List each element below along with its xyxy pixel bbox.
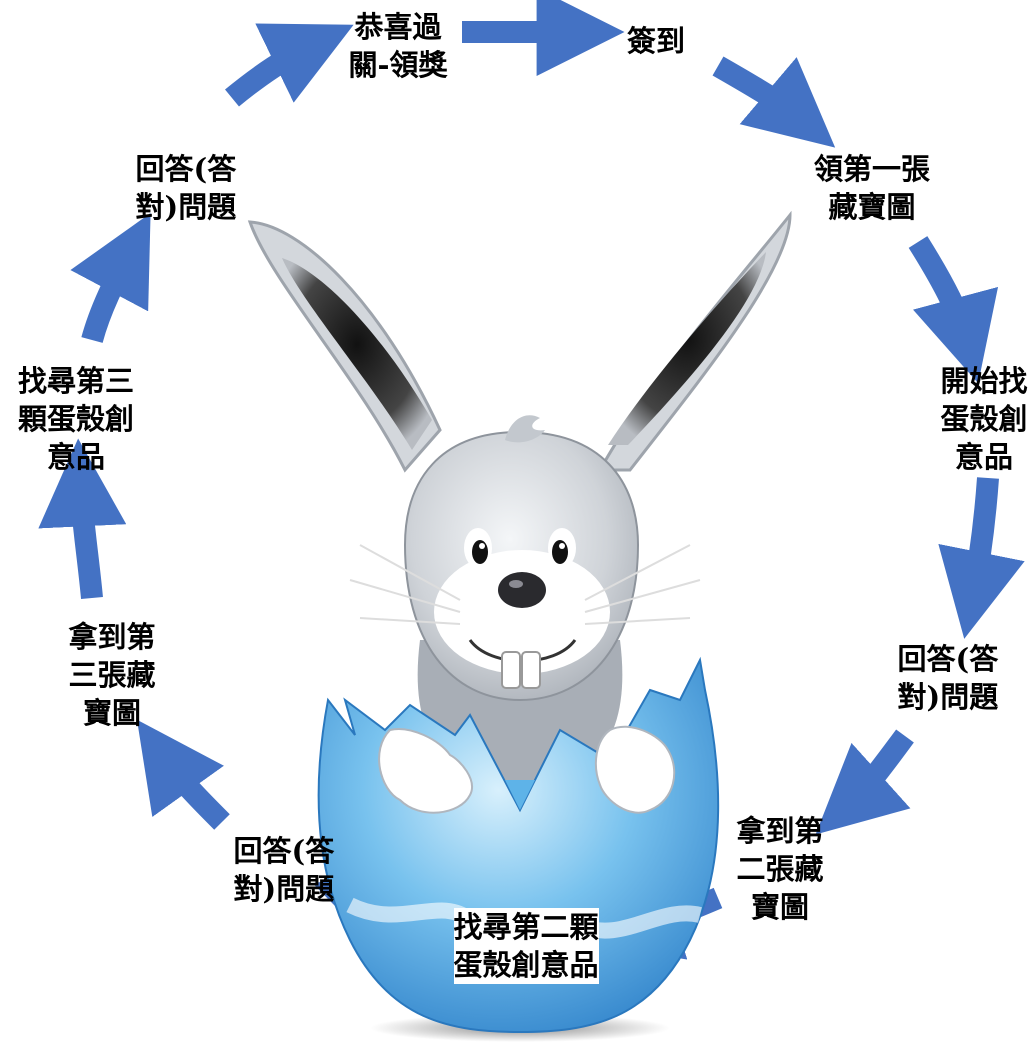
arrow-answer3-to-congrats (225, 23, 354, 107)
step-label-line: 對)問題 (233, 872, 335, 906)
step-label-line: 寶圖 (751, 890, 810, 924)
step-label-line: 藏寶圖 (828, 190, 916, 224)
step-label-line: 找尋第三 (18, 364, 135, 398)
step-label-line: 蛋殼創 (940, 402, 1028, 436)
step-label-second-egg: 找尋第二顆蛋殼創意品 (453, 908, 599, 984)
arrow-answer2-to-thirdmap (136, 719, 230, 830)
step-label-answer-3: 回答(答對)問題 (136, 150, 237, 226)
step-label-sign-in: 簽到 (627, 22, 685, 60)
step-label-line: 意品 (955, 440, 1014, 474)
arrow-signin-to-firstmap (712, 56, 836, 148)
step-label-line: 對)問題 (897, 680, 999, 714)
arrow-answer1-to-secondmap (815, 729, 914, 835)
step-label-line: 簽到 (627, 24, 686, 58)
step-label-line: 回答(答 (135, 152, 237, 186)
step-label-line: 二張藏 (736, 852, 824, 886)
step-label-line: 開始找 (940, 364, 1028, 398)
arrow-startsearch-to-answer1 (938, 477, 1025, 639)
step-label-line: 找尋第二顆 (453, 910, 599, 944)
arrow-thirdmap-to-thirdegg (38, 438, 127, 600)
step-label-second-map: 拿到第二張藏寶圖 (737, 812, 824, 926)
step-label-line: 關-領獎 (348, 48, 448, 82)
step-label-line: 顆蛋殼創 (18, 402, 135, 436)
step-label-line: 對)問題 (135, 190, 237, 224)
step-label-line: 拿到第 (68, 620, 156, 654)
arrow-firstmap-to-startsearch (908, 236, 999, 384)
step-label-answer-2: 回答(答對)問題 (234, 832, 335, 908)
step-label-line: 恭喜過 (354, 10, 442, 44)
step-label-answer-1: 回答(答對)問題 (898, 640, 999, 716)
rabbit-in-egg-icon (247, 210, 792, 1042)
step-label-third-egg: 找尋第三顆蛋殼創意品 (18, 362, 134, 476)
step-label-start-search: 開始找蛋殼創意品 (941, 362, 1028, 476)
step-label-line: 回答(答 (233, 834, 335, 868)
step-label-line: 領第一張 (814, 152, 931, 186)
step-label-line: 寶圖 (83, 696, 142, 730)
step-label-first-map: 領第一張藏寶圖 (814, 150, 930, 226)
step-label-line: 蛋殼創意品 (453, 948, 599, 982)
step-label-line: 回答(答 (897, 642, 999, 676)
step-label-line: 三張藏 (68, 658, 156, 692)
step-label-congrats: 恭喜過關-領獎 (349, 8, 448, 84)
step-label-line: 意品 (47, 440, 106, 474)
step-label-line: 拿到第 (736, 814, 824, 848)
step-label-third-map: 拿到第三張藏寶圖 (69, 618, 156, 732)
arrow-thirdegg-to-answer3 (70, 213, 151, 343)
